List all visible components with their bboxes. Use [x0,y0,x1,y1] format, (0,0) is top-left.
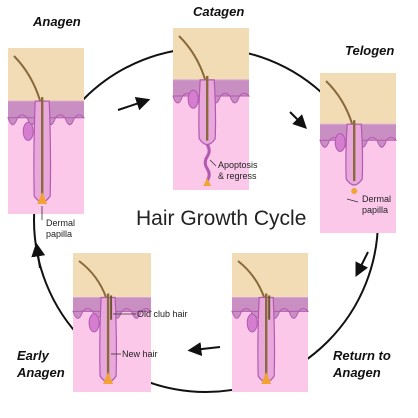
annotation-old-club-hair: Old club hair [137,309,188,319]
leader-telogen-dermal [346,198,359,203]
arrow-early-to-anagen [31,242,46,269]
early-line-2: Anagen [17,365,65,380]
return-line-1: Return to [333,348,391,363]
apoptosis-line1: Apoptosis [218,160,258,170]
panel-early-anagen [72,253,153,392]
diagram-title: Hair Growth Cycle [136,207,307,230]
panel-return-anagen [231,253,310,392]
stage-label-early-anagen: Early Anagen [17,347,65,381]
stage-label-return-to-anagen: Return to Anagen [333,347,391,381]
annotation-anagen-dermal-papilla: Dermal papilla [46,218,75,240]
annotation-new-hair: New hair [122,349,158,359]
anagen-dermal-line2: papilla [46,229,73,239]
apoptosis-line2: & regress [218,171,257,181]
arrow-return-to-early [187,342,221,357]
arrow-telogen-to-return [355,251,369,278]
panel-catagen [172,28,251,190]
arrow-catagen-to-telogen [289,111,307,129]
stage-label-anagen: Anagen [33,14,81,29]
telogen-dermal-line2: papilla [362,205,389,215]
panel-telogen [319,73,398,233]
anagen-dermal-line1: Dermal [46,218,76,228]
stage-label-catagen: Catagen [193,4,245,19]
telogen-dermal-line1: Dermal [362,194,392,204]
panel-anagen [7,48,86,214]
leader-apoptosis [209,159,217,167]
annotation-telogen-dermal-papilla: Dermal papilla [362,194,391,216]
arrow-anagen-to-catagen [117,97,151,111]
early-line-1: Early [17,348,49,363]
stage-label-telogen: Telogen [345,43,395,58]
return-line-2: Anagen [333,365,381,380]
annotation-apoptosis: Apoptosis & regress [218,160,258,182]
